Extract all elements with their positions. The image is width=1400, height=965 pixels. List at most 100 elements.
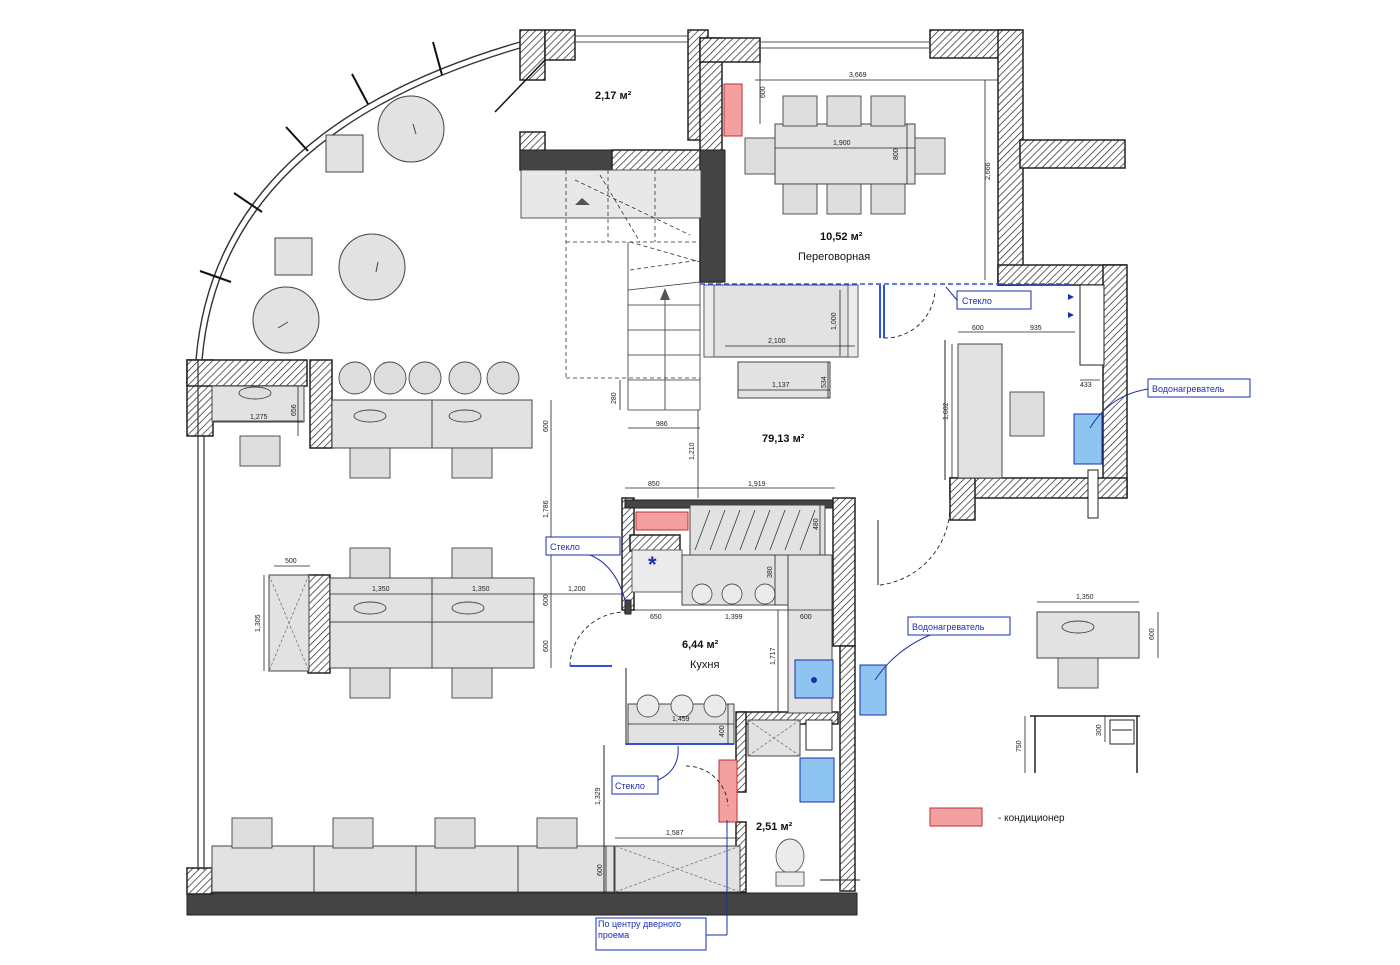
- wc-area: 2,51 м²: [756, 821, 793, 833]
- room-area-small: 2,17 м²: [595, 90, 632, 102]
- desk-detail: [1030, 611, 1140, 773]
- dimension-lines: [213, 60, 1159, 892]
- dim-label: 1,587: [666, 830, 684, 837]
- chair: [239, 435, 281, 467]
- meeting-chair: [826, 95, 862, 127]
- wc-door: [685, 765, 729, 807]
- water-heater: [859, 664, 887, 716]
- dim-label: 300: [1096, 724, 1103, 736]
- kitchen-name: Кухня: [690, 659, 719, 671]
- dim-label: 935: [1030, 325, 1042, 332]
- kitchen-area: 6,44 м²: [682, 639, 719, 651]
- chair: [451, 547, 493, 579]
- dim-label: 1,350: [472, 586, 490, 593]
- meeting-top-left: [699, 37, 761, 63]
- dim-label: 1,200: [568, 586, 586, 593]
- dim-label: 433: [1080, 382, 1092, 389]
- dim-label: 800: [893, 148, 900, 160]
- desk-row-bottom: [211, 745, 741, 893]
- legend: - кондиционер: [929, 807, 1065, 827]
- chair: [451, 447, 493, 479]
- dim-label: 850: [648, 481, 660, 488]
- meeting-table-group: [723, 83, 946, 215]
- meeting-room-area: 10,52 м²: [820, 231, 863, 243]
- dim-label: 2,100: [768, 338, 786, 345]
- dim-label: 656: [291, 404, 298, 416]
- dim-label: 986: [656, 421, 668, 428]
- office-bottom-left: [949, 477, 976, 521]
- right-wall: [1102, 264, 1128, 498]
- bottom-wall: [186, 892, 858, 916]
- desk: [517, 845, 615, 893]
- dim-label: 1,210: [689, 442, 696, 460]
- wc-sink: [799, 757, 835, 803]
- desk: [329, 577, 433, 669]
- chair: [349, 447, 391, 479]
- dim-label: 1,919: [748, 481, 766, 488]
- dim-label: 600: [543, 640, 550, 652]
- dim-label: 600: [800, 614, 812, 621]
- callout-water-heater: Водонагреватель: [912, 622, 985, 632]
- desk-row-top: [211, 361, 533, 479]
- lounge-furniture: [252, 95, 445, 354]
- air-conditioner: [718, 759, 738, 823]
- svg-text:*: *: [648, 552, 657, 577]
- top-left-wall-2: [544, 29, 576, 61]
- dim-label: 600: [543, 420, 550, 432]
- kitchen-right-wall: [832, 497, 856, 647]
- callout-water-heater: Водонагреватель: [1152, 384, 1225, 394]
- meeting-chair: [782, 183, 818, 215]
- dim-label: 750: [1016, 740, 1023, 752]
- meeting-chair: [826, 183, 862, 215]
- private-office: [877, 284, 1105, 586]
- stair-top-solid: [519, 149, 613, 171]
- callout-glass: Стекло: [550, 542, 580, 552]
- office-desk: [957, 343, 1003, 479]
- coffee-table: [737, 361, 831, 399]
- dim-label: 600: [1149, 628, 1156, 640]
- round-table: [252, 286, 320, 354]
- chair: [434, 817, 476, 849]
- chair: [332, 817, 374, 849]
- dim-label: 600: [543, 594, 550, 606]
- office-bottom-wall: [949, 477, 1128, 499]
- legend-swatch-ac: [929, 807, 983, 827]
- wc-left-wall: [735, 711, 747, 793]
- callout-door-center: По центру дверного проема: [598, 919, 682, 940]
- desk: [313, 845, 417, 893]
- dim-label: 1,717: [770, 647, 777, 665]
- round-table: [377, 95, 445, 163]
- chair: [451, 667, 493, 699]
- room-labels: 2,17 м² 10,52 м² Переговорная 79,13 м² 6…: [595, 90, 870, 833]
- dim-label: 1,786: [543, 500, 550, 518]
- desk: [415, 845, 519, 893]
- staircase: [520, 169, 702, 411]
- storage: [689, 504, 826, 556]
- dim-label: 1,275: [250, 414, 268, 421]
- callouts: Стекло Водонагреватель Стекло Водонагрев…: [545, 286, 1251, 951]
- left-column: [309, 359, 333, 449]
- bottom-left-wall: [186, 867, 213, 895]
- callout-glass: Стекло: [615, 781, 645, 791]
- water-heater: [1073, 413, 1103, 465]
- dim-label: 534: [821, 376, 828, 388]
- round-table: [338, 233, 406, 301]
- walls: [186, 29, 1128, 916]
- toilet: [775, 838, 805, 874]
- square-table: [274, 237, 313, 276]
- top-left-wall: [519, 29, 546, 81]
- square-table: [325, 134, 364, 173]
- dim-label: 280: [611, 392, 618, 404]
- lounge-sofa: [700, 283, 1070, 399]
- dim-label: 1,305: [255, 614, 262, 632]
- desk: [431, 399, 533, 449]
- right-top-wall: [1019, 139, 1126, 169]
- meeting-chair: [782, 95, 818, 127]
- office-chair: [1009, 391, 1045, 437]
- dim-label: 650: [650, 614, 662, 621]
- dim-label: 1,399: [725, 614, 743, 621]
- desk: [1036, 611, 1140, 659]
- meeting-room-name: Переговорная: [798, 251, 870, 263]
- air-conditioner: [635, 511, 689, 531]
